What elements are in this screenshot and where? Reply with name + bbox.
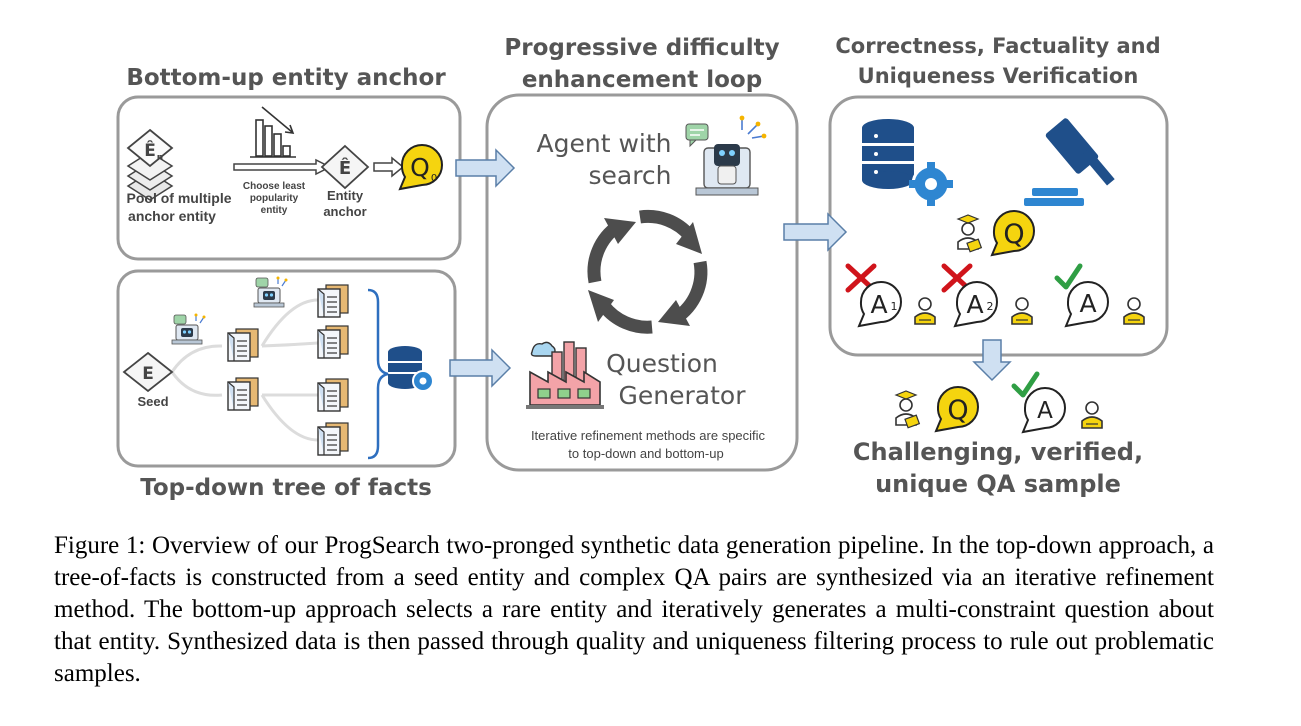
check-icon (1054, 263, 1083, 290)
figure-caption: Figure 1: Overview of our ProgSearch two… (54, 532, 1214, 687)
anchor-label-line-1: Entity (327, 188, 364, 203)
robot-agent-icon (685, 115, 767, 196)
answer-correct-letter: A (1079, 289, 1096, 318)
pipeline-diagram: Bottom-up entity anchor Progressive diff… (116, 34, 1169, 501)
q0-letter: Q (410, 153, 430, 182)
pool-subscript: n (157, 153, 163, 163)
seed-entity-icon (122, 351, 174, 393)
document-icon (317, 422, 349, 456)
anchor-label-line-2: anchor (323, 204, 366, 219)
answer-2-letter: A (966, 290, 983, 319)
pool-label-line-1: Pool of multiple (127, 190, 232, 206)
entity-pool-icon (126, 128, 174, 201)
loop-title-line-2: enhancement loop (522, 67, 762, 93)
check-icon (1011, 371, 1040, 398)
loop-title-line-1: Progressive difficulty (504, 35, 779, 61)
anchor-symbol: Ê (339, 157, 351, 179)
gavel-icon (1024, 118, 1115, 206)
output-q-letter: Q (947, 395, 968, 426)
answer-1-letter: A (870, 290, 887, 319)
generator-label-line-1: Question (606, 349, 718, 378)
arrow-loop-to-verification (783, 212, 848, 252)
factory-icon (526, 341, 604, 409)
arrow-top-down-to-loop (449, 348, 512, 388)
arrow-pool-to-anchor (233, 158, 332, 176)
agent-label-line-1: Agent with (537, 129, 672, 158)
document-icon (317, 284, 349, 318)
entity-anchor-icon (320, 144, 370, 190)
output-label-line-1: Challenging, verified, (853, 438, 1143, 466)
arrow-bottom-up-to-loop (455, 148, 516, 188)
document-icon (317, 378, 349, 412)
bottom-up-panel (116, 95, 462, 261)
answer-1-subscript: 1 (891, 300, 898, 313)
arrow-verification-to-output (972, 339, 1012, 382)
user-icon (1081, 401, 1103, 429)
refinement-note-line-2: to top-down and bottom-up (568, 446, 723, 461)
seed-label: Seed (137, 394, 168, 409)
pool-symbol: Ê (144, 139, 156, 161)
choose-label-line-1: Choose least (243, 181, 306, 192)
seed-symbol: E (142, 364, 154, 384)
refresh-cycle-arrowheads (588, 218, 702, 326)
verification-title-line-2: Uniqueness Verification (858, 64, 1139, 88)
database-gear-icon (862, 119, 953, 206)
bottom-up-title: Bottom-up entity anchor (126, 65, 446, 91)
verification-q-letter: Q (1003, 219, 1024, 250)
tree-branches (170, 298, 319, 442)
document-icon (227, 328, 259, 362)
refinement-note-line-1: Iterative refinement methods are specifi… (531, 428, 766, 443)
generator-label-line-2: Generator (619, 381, 747, 410)
choose-label-line-3: entity (261, 205, 288, 216)
document-icon (227, 377, 259, 411)
bar-chart-down-icon (250, 106, 296, 158)
q0-subscript: 0 (431, 173, 437, 184)
choose-label-line-2: popularity (250, 193, 299, 204)
document-icon (317, 325, 349, 359)
arrow-anchor-to-q0 (373, 156, 405, 178)
output-a-letter: A (1037, 398, 1053, 424)
agent-label-line-2: search (588, 161, 671, 190)
verification-title-line-1: Correctness, Factuality and (835, 34, 1160, 58)
output-label-line-2: unique QA sample (875, 470, 1121, 498)
student-icon (895, 390, 921, 429)
top-down-title: Top-down tree of facts (140, 475, 432, 501)
database-gear-icon-small (388, 346, 434, 392)
pool-label-line-2: anchor entity (128, 208, 216, 224)
answer-2-subscript: 2 (987, 300, 994, 313)
